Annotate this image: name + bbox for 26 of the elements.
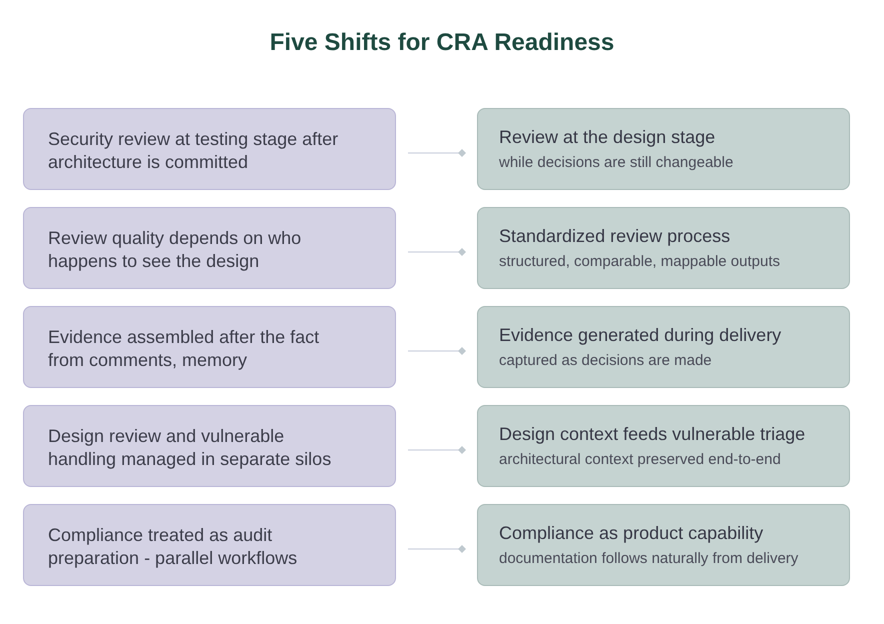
current-state-text: Review quality depends on who happens to see the design [48,227,302,273]
shift-description: while decisions are still changeable [499,152,734,172]
current-state-text: Design review and vulnerable handling managed in separate silos [48,425,332,471]
shift-description: structured, comparable, mappable outputs [499,252,781,272]
diagram-title: Five Shifts for CRA Readiness [270,29,614,56]
target-state-box [477,306,850,388]
shift-heading: Compliance as product capability [499,522,764,544]
shift-description: documentation follows naturally from delivery [499,548,800,568]
shift-description: captured as decisions are made [499,350,713,370]
shift-heading: Review at the design stage [499,126,716,148]
current-state-box [23,306,396,388]
target-state-box [477,504,850,586]
current-state-box [23,405,396,487]
current-state-box [23,207,396,289]
target-state-box [477,405,850,487]
shift-heading: Evidence generated during delivery [499,324,782,346]
current-state-box [23,504,396,586]
shift-heading: Standardized review process [499,224,732,248]
shift-heading: Design context feeds vulnerable triage [499,422,806,446]
target-state-box [477,207,850,289]
target-state-box [477,108,850,190]
current-state-text: Evidence assembled after the fact from comments, memory [48,326,320,372]
current-state-text: Security review at testing stage after architecture is committed [48,128,340,174]
current-state-text: Compliance treated as audit preparation - parallel workflows [48,524,298,570]
shift-description: architectural context preserved end-to-end [499,450,782,470]
current-state-box [23,108,396,190]
